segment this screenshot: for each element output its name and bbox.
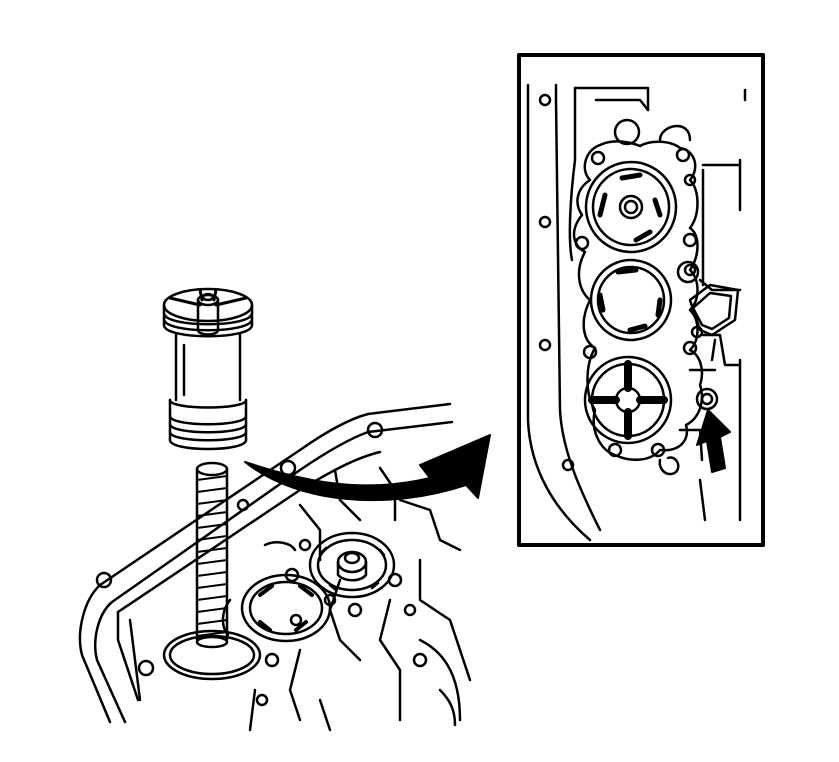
inset-bolt-hole (540, 95, 550, 105)
flange-bolt-hole (139, 661, 153, 675)
inset-bore-lower (585, 357, 671, 443)
case-port (291, 615, 301, 625)
detail-inset (519, 55, 763, 545)
case-port (405, 605, 415, 615)
case-port (257, 695, 267, 705)
accumulator-bore-lower (242, 575, 330, 641)
callout-arrow (245, 435, 490, 500)
case-port (414, 654, 426, 666)
flange-bolt-hole (97, 573, 111, 587)
threaded-rod (197, 463, 227, 647)
inset-bolt-hole (540, 340, 550, 350)
inset-bore-upper (586, 162, 676, 252)
inset-bore-middle (591, 260, 671, 340)
flange-bolt-hole (238, 500, 248, 510)
accumulator-piston (164, 289, 252, 449)
pointer-arrow (697, 410, 730, 472)
inset-bolt-hole (540, 217, 550, 227)
case-port (349, 604, 361, 616)
accumulator-bore-upper (310, 533, 394, 597)
inset-bolt-hole (563, 460, 573, 470)
target-port (697, 389, 717, 409)
flange-bolt-hole (368, 423, 382, 437)
case-port (300, 540, 310, 550)
transmission-case (80, 404, 470, 730)
case-port (266, 654, 278, 666)
